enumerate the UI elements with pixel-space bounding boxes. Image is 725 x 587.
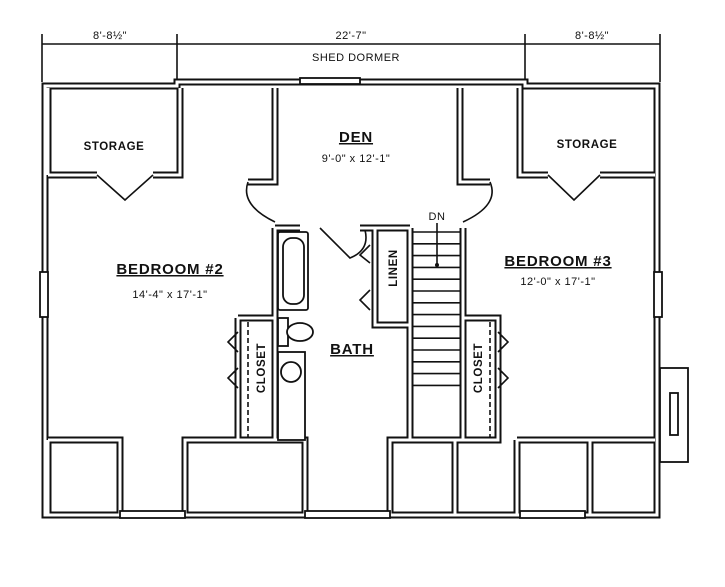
dimension-center: 22'-7" — [335, 30, 366, 42]
wall-inner — [46, 88, 182, 177]
wall — [44, 436, 238, 515]
bedroom3-size: 12'-0" x 17'-1" — [520, 276, 595, 288]
door-swings — [96, 174, 601, 389]
dimension-lines — [41, 34, 661, 82]
wall-inner — [518, 88, 655, 177]
stair-dn-label: DN — [429, 211, 446, 223]
den-label: DEN — [339, 129, 373, 146]
closet-left-label: CLOSET — [256, 343, 268, 393]
bathtub-basin — [282, 237, 305, 305]
linen-label: LINEN — [388, 249, 400, 287]
bath-label: BATH — [330, 341, 374, 358]
wall-inner — [373, 228, 410, 327]
storage-left-label: STORAGE — [84, 141, 145, 153]
wall-inner — [455, 438, 655, 515]
wall-inner — [410, 438, 457, 515]
exterior-box-inner — [669, 392, 679, 436]
toilet — [286, 322, 314, 342]
wall-inner — [273, 228, 465, 440]
bedroom2-label: BEDROOM #2 — [116, 261, 223, 278]
wall-inner — [463, 316, 500, 442]
storage-right-label: STORAGE — [557, 139, 618, 151]
wall-inner — [275, 438, 410, 515]
bedroom3-label: BEDROOM #3 — [504, 253, 611, 270]
dimension-left: 8'-8½" — [93, 30, 127, 42]
wall — [410, 436, 459, 515]
closet-right-label: CLOSET — [473, 343, 485, 393]
shed-dormer-label: SHED DORMER — [312, 52, 400, 64]
dimension-right: 8'-8½" — [575, 30, 609, 42]
wall — [44, 88, 184, 179]
sink — [280, 361, 302, 383]
stair-arrow-dot — [435, 263, 439, 267]
bedroom2-size: 14'-4" x 17'-1" — [132, 289, 207, 301]
wall-inner — [43, 80, 659, 517]
windows — [39, 77, 663, 519]
walls — [41, 78, 661, 519]
den-size: 9'-0" x 12'-1" — [322, 153, 391, 165]
wall — [516, 88, 655, 179]
wall-inner — [46, 438, 238, 515]
wall — [455, 436, 655, 515]
wall-inner — [248, 88, 490, 184]
